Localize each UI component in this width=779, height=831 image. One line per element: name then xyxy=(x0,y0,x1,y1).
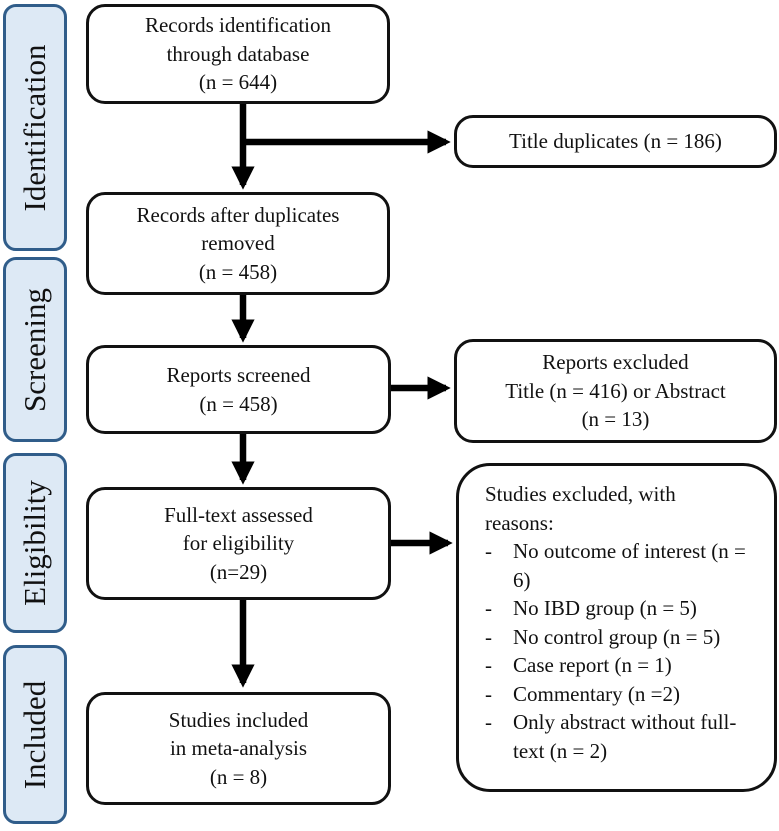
excluded-reason-text: No outcome of interest (n = 6) xyxy=(513,539,746,592)
box-records-after-duplicates: Records after duplicates removed (n = 45… xyxy=(86,192,390,295)
box-studies-included: Studies included in meta-analysis (n = 8… xyxy=(86,692,391,805)
list-dash-marker: - xyxy=(485,624,492,649)
list-dash-marker: - xyxy=(485,653,492,678)
stage-label-included: Included xyxy=(17,680,52,789)
stage-label-identification: Identification xyxy=(17,44,52,211)
box-reports-excluded: Reports excluded Title (n = 416) or Abst… xyxy=(454,339,777,443)
box-reports-excluded-text: Reports excluded Title (n = 416) or Abst… xyxy=(505,350,726,432)
box-fulltext-assessed-text: Full-text assessed for eligibility (n=29… xyxy=(164,502,313,584)
stage-label-screening: Screening xyxy=(17,287,52,412)
box-title-duplicates: Title duplicates (n = 186) xyxy=(454,115,777,168)
list-dash-marker: - xyxy=(485,596,492,621)
stage-screening: Screening xyxy=(3,257,67,442)
excluded-reason-text: Case report (n = 1) xyxy=(513,653,672,678)
box-fulltext-assessed: Full-text assessed for eligibility (n=29… xyxy=(86,487,391,600)
box-studies-excluded-title: Studies excluded, with reasons: xyxy=(485,482,676,535)
excluded-reason-text: Only abstract without full-text (n = 2) xyxy=(513,710,737,763)
box-title-duplicates-text: Title duplicates (n = 186) xyxy=(509,129,722,154)
list-dash-marker: - xyxy=(485,681,492,706)
excluded-reason-item: - No outcome of interest (n = 6) xyxy=(485,537,762,594)
excluded-reason-item: - Commentary (n =2) xyxy=(485,680,762,709)
excluded-reason-item: - No control group (n = 5) xyxy=(485,623,762,652)
box-records-identification: Records identification through database … xyxy=(86,4,390,104)
box-records-identification-text: Records identification through database … xyxy=(144,13,332,95)
stage-identification: Identification xyxy=(3,4,67,251)
box-reports-screened-text: Reports screened (n = 458) xyxy=(166,362,311,416)
stage-included: Included xyxy=(3,645,67,824)
excluded-reason-text: No IBD group (n = 5) xyxy=(513,596,697,621)
excluded-reason-item: - Only abstract without full-text (n = 2… xyxy=(485,708,762,765)
excluded-reason-text: Commentary (n =2) xyxy=(513,681,680,706)
box-reports-screened: Reports screened (n = 458) xyxy=(86,345,391,434)
box-records-after-duplicates-text: Records after duplicates removed (n = 45… xyxy=(136,202,340,284)
box-studies-excluded: Studies excluded, with reasons: - No out… xyxy=(456,463,777,792)
stage-eligibility: Eligibility xyxy=(3,453,67,633)
excluded-reason-item: - No IBD group (n = 5) xyxy=(485,594,762,623)
excluded-reason-item: - Case report (n = 1) xyxy=(485,651,762,680)
list-dash-marker: - xyxy=(485,539,492,564)
stage-label-eligibility: Eligibility xyxy=(17,480,52,606)
box-studies-included-text: Studies included in meta-analysis (n = 8… xyxy=(168,707,309,789)
list-dash-marker: - xyxy=(485,710,492,735)
excluded-reason-text: No control group (n = 5) xyxy=(513,624,721,649)
